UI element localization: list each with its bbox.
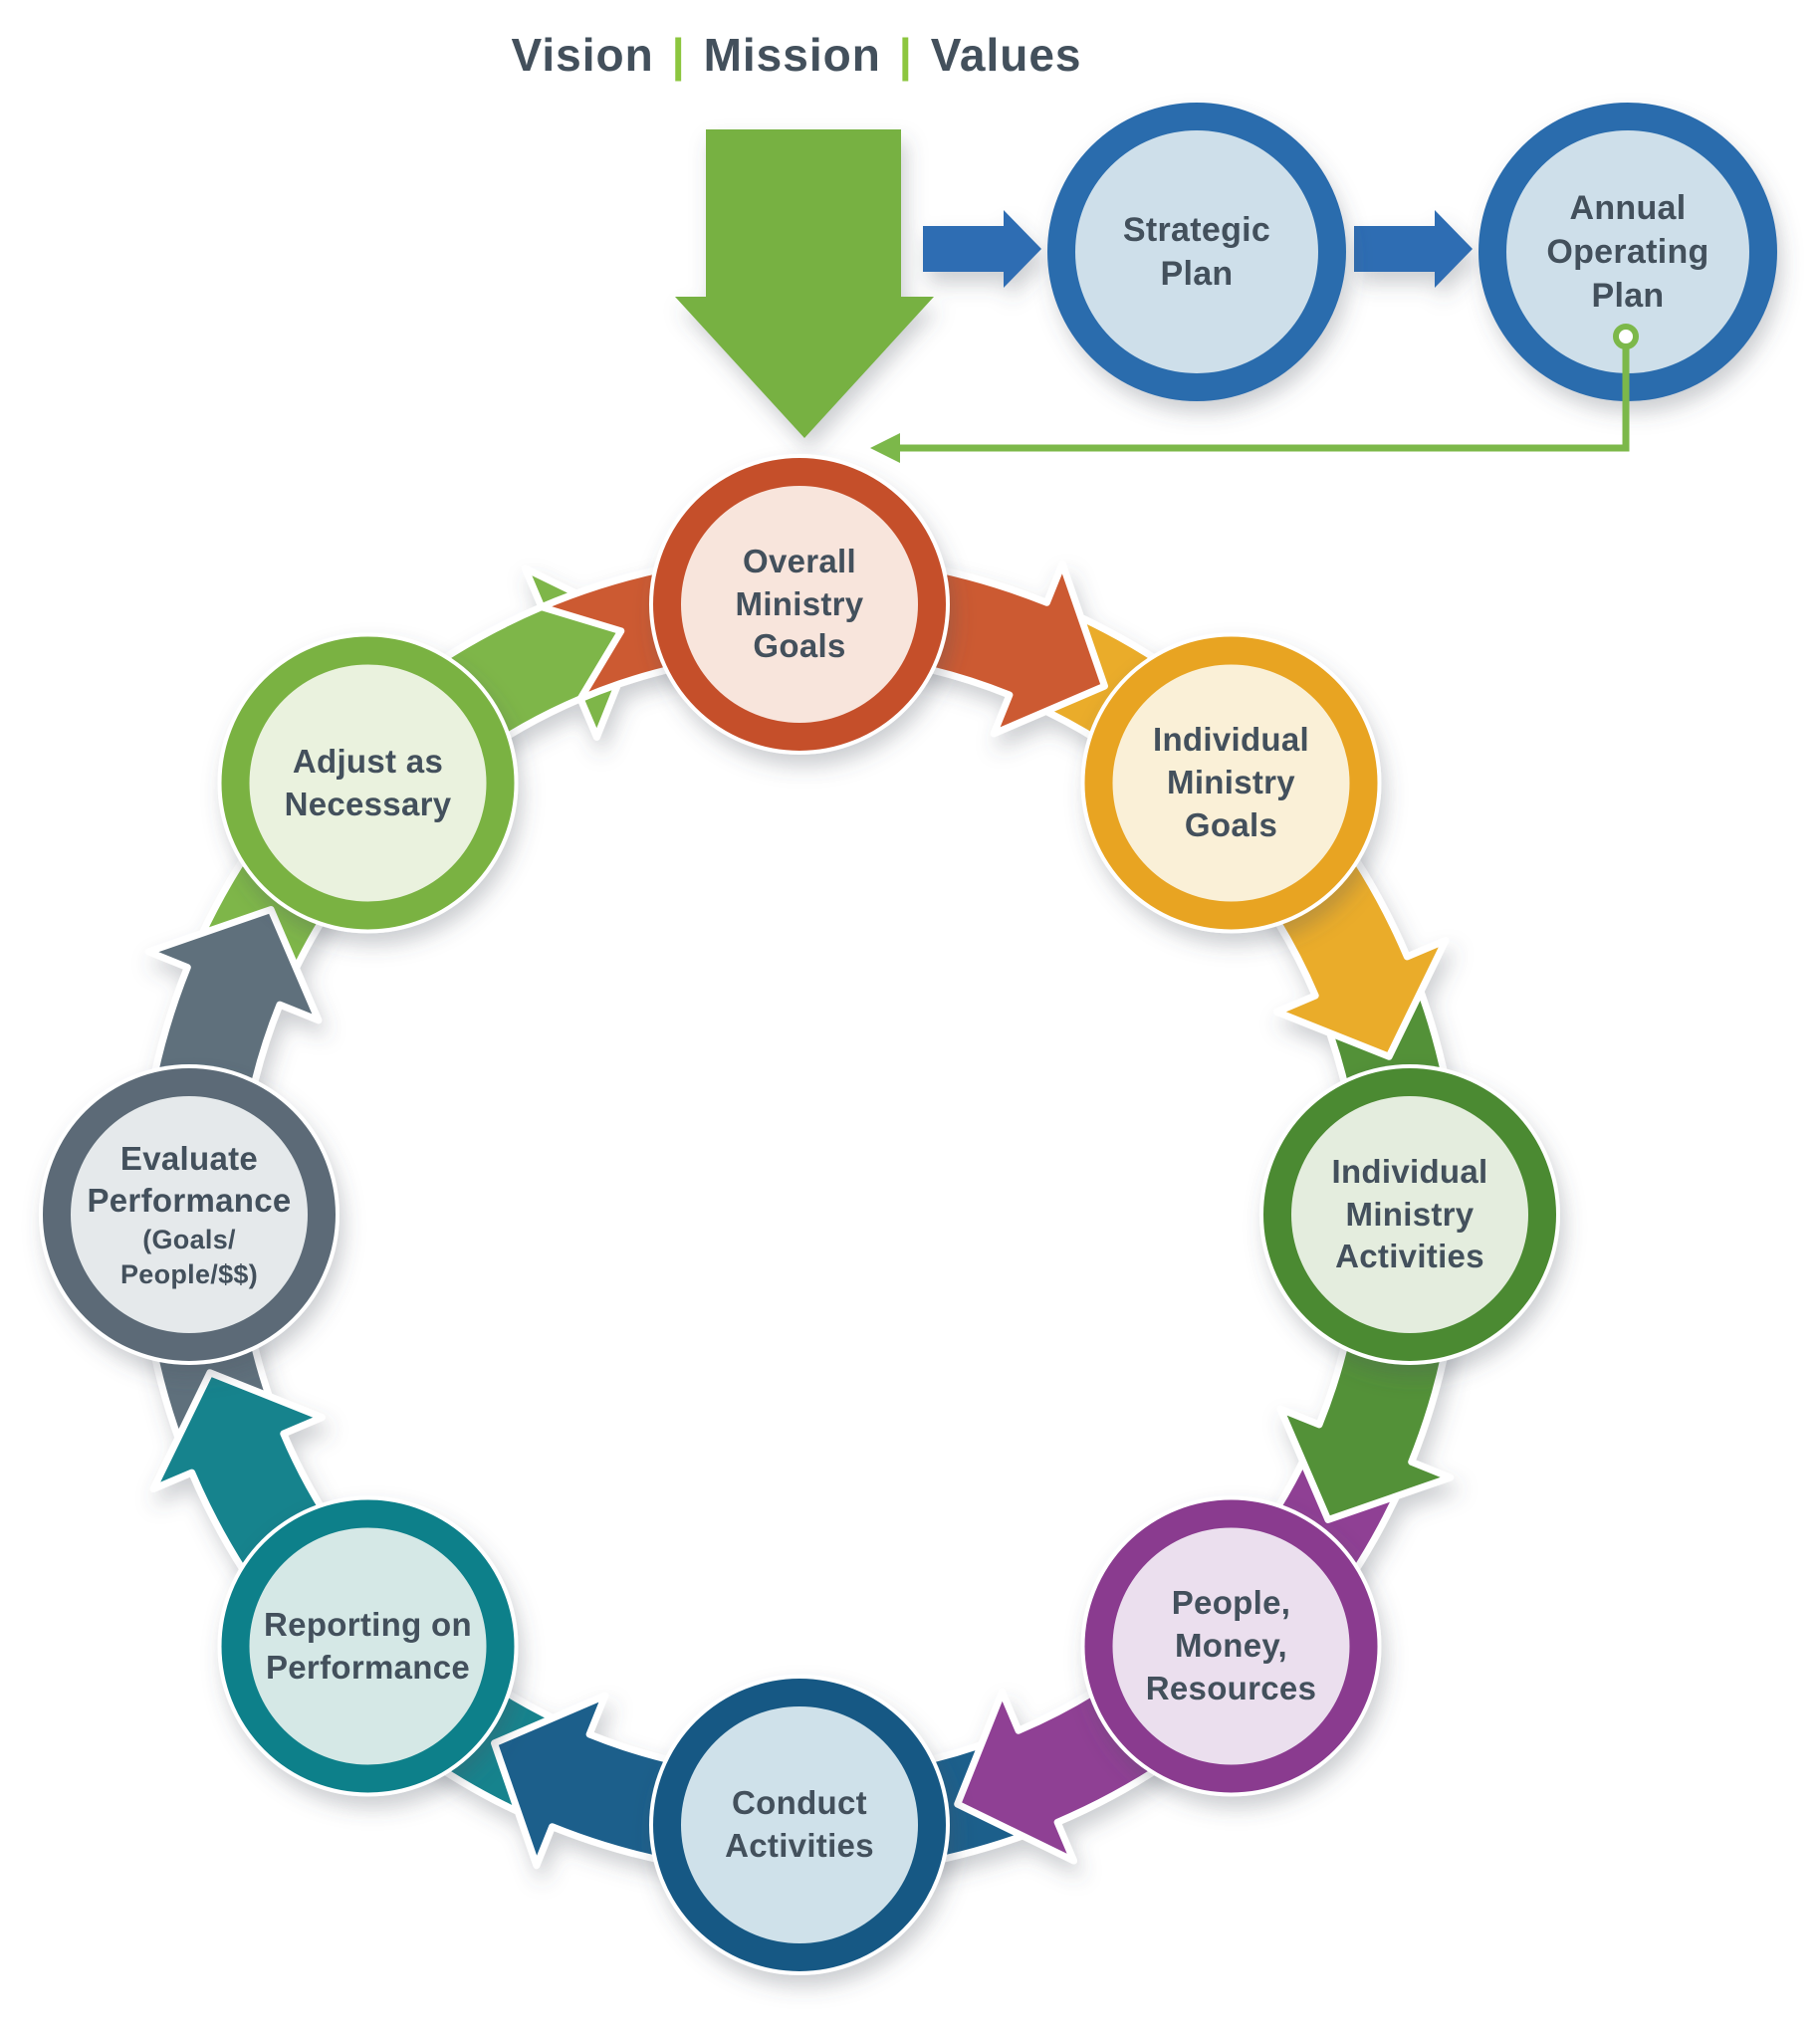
node-circle-reporting-on-performance — [221, 1499, 515, 1793]
vision-down-arrow — [675, 129, 934, 438]
node-circle-individual-ministry-goals — [1084, 636, 1378, 930]
feedback-connector — [870, 324, 1639, 463]
title-values: Values — [930, 29, 1082, 81]
node-circle-conduct-activities — [653, 1679, 946, 1971]
node-circle-people-money-resources — [1084, 1499, 1378, 1793]
node-circle-evaluate-performance — [43, 1068, 336, 1361]
page-title: Vision | Mission | Values — [512, 28, 1082, 82]
node-circle-adjust-as-necessary — [221, 636, 515, 930]
node-circle-overall-ministry-goals — [653, 458, 946, 751]
top-flow-arrows — [675, 129, 1473, 438]
arrow-to-annual-operating-plan — [1354, 210, 1473, 288]
node-circles — [39, 103, 1777, 1975]
title-mission: Mission — [703, 29, 881, 81]
title-vision: Vision — [511, 29, 654, 81]
feedback-line — [898, 346, 1630, 452]
node-circle-individual-ministry-activities — [1263, 1068, 1556, 1361]
node-circle-strategic-plan — [1047, 103, 1346, 401]
feedback-arrowhead-icon — [870, 433, 900, 463]
title-separator-icon: | — [671, 29, 686, 81]
title-separator-icon: | — [898, 29, 913, 81]
arrow-to-strategic-plan — [923, 210, 1041, 288]
feedback-connector-dot — [1613, 324, 1639, 349]
